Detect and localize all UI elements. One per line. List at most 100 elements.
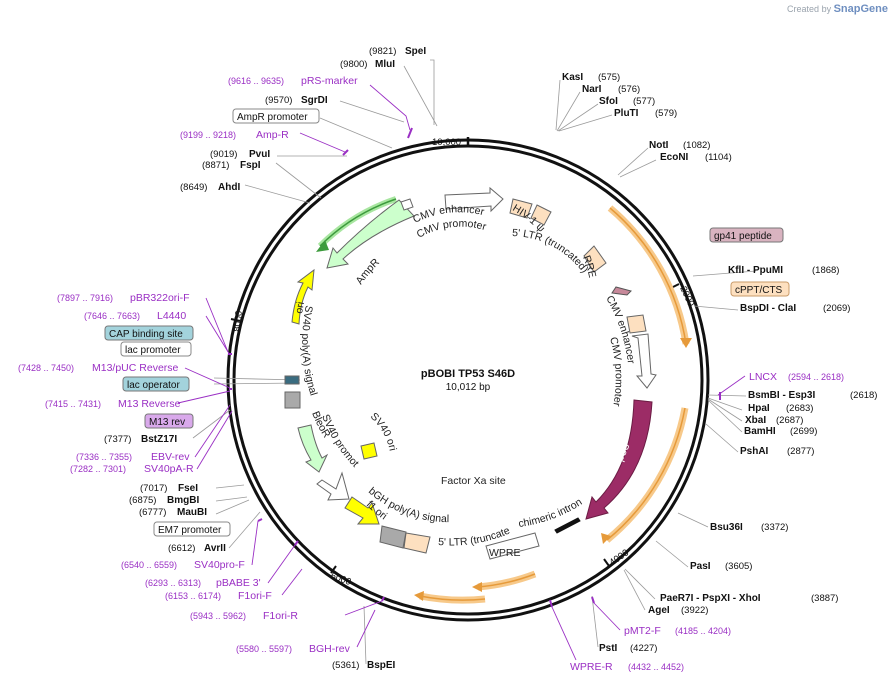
enzyme-xbai: XbaI bbox=[745, 415, 766, 426]
primer-num-f1ori-f: (6153 .. 6174) bbox=[165, 591, 221, 601]
enzyme-bmgbi: BmgBI bbox=[167, 495, 199, 506]
primer-num-m13puc-reverse: (7428 .. 7450) bbox=[18, 363, 74, 373]
feature-label-wpre: WPRE bbox=[489, 547, 521, 559]
enzyme-pshai: PshAI bbox=[740, 446, 769, 457]
label-cppt-cts: cPPT/CTS bbox=[735, 285, 783, 296]
enzyme-labels: (9821) SpeI (9800) MluI (9570) SgrDI (90… bbox=[104, 46, 877, 671]
primer-lines bbox=[177, 84, 746, 661]
enzyme-avrii: AvrII bbox=[204, 543, 226, 554]
feature-label-chimeric-intron: chimeric intron bbox=[518, 496, 585, 530]
enzyme-num-fsei: (7017) bbox=[140, 483, 167, 494]
enzyme-psti: PstI bbox=[599, 643, 618, 654]
enzyme-maubi: MauBI bbox=[177, 507, 207, 518]
connector-lines bbox=[192, 59, 757, 665]
enzyme-kfli-ppumi: KflI - PpuMI bbox=[728, 265, 783, 276]
enzyme-sgrdi: SgrDI bbox=[301, 95, 328, 106]
enzyme-num-bspei: (5361) bbox=[332, 660, 359, 671]
enzyme-bsmbi-esp3i: BsmBI - Esp3I bbox=[748, 390, 815, 401]
primer-pmt2-f: pMT2-F bbox=[624, 625, 661, 637]
primer-amp-r: Amp-R bbox=[256, 129, 289, 141]
enzyme-bspdi-clai: BspDI - ClaI bbox=[740, 303, 796, 314]
label-lac-promoter: lac promoter bbox=[125, 345, 181, 356]
primer-m13-reverse: M13 Reverse bbox=[118, 398, 181, 410]
plasmid-title: pBOBI TP53 S46D 10,012 bp bbox=[421, 368, 515, 393]
enzyme-num-agei: (3922) bbox=[681, 605, 708, 616]
tick-label-8000: 8000 bbox=[232, 310, 245, 332]
tick-label-6000: 6000 bbox=[329, 570, 353, 588]
primer-num-bgh-rev: (5580 .. 5597) bbox=[236, 644, 292, 654]
enzyme-num-paer7i: (3887) bbox=[811, 593, 838, 604]
enzyme-num-bsmbi: (2618) bbox=[850, 390, 877, 401]
primer-bgh-rev: BGH-rev bbox=[309, 643, 351, 655]
primer-pbr322ori-f: pBR322ori-F bbox=[130, 292, 190, 304]
brand-name: SnapGene bbox=[833, 3, 888, 15]
enzyme-num-psti: (4227) bbox=[630, 643, 657, 654]
enzyme-num-avrii: (6612) bbox=[168, 543, 195, 554]
primer-num-wpre-r: (4432 .. 4452) bbox=[628, 662, 684, 672]
feature-label-factor-xa: Factor Xa site bbox=[441, 475, 506, 487]
enzyme-bspei: BspEI bbox=[367, 660, 396, 671]
enzyme-econi: EcoNI bbox=[660, 152, 689, 163]
enzyme-num-bspdi: (2069) bbox=[823, 303, 850, 314]
primer-f1ori-r: F1ori-R bbox=[263, 610, 298, 622]
enzyme-fsei: FseI bbox=[178, 483, 198, 494]
primer-pbabe3: pBABE 3' bbox=[216, 577, 261, 589]
enzyme-num-pshai: (2877) bbox=[787, 446, 814, 457]
enzyme-num-noti: (1082) bbox=[683, 140, 710, 151]
primer-lncx: LNCX bbox=[749, 371, 777, 383]
enzyme-num-nari: (576) bbox=[618, 84, 640, 95]
enzyme-ahdi: AhdI bbox=[218, 182, 240, 193]
enzyme-num-bamhi: (2699) bbox=[790, 426, 817, 437]
enzyme-sfoi: SfoI bbox=[599, 96, 618, 107]
enzyme-num-sfoi: (577) bbox=[633, 96, 655, 107]
tick-label-2000: 2000 bbox=[677, 285, 696, 309]
label-ampr-promoter: AmpR promoter bbox=[237, 112, 308, 123]
primer-ebv-rev: EBV-rev bbox=[151, 451, 190, 463]
enzyme-num-maubi: (6777) bbox=[139, 507, 166, 518]
snapgene-brand: Created by SnapGene bbox=[787, 3, 888, 15]
primer-f1ori-f: F1ori-F bbox=[238, 590, 272, 602]
enzyme-fspi: FspI bbox=[240, 160, 261, 171]
enzyme-num-fspi: (8871) bbox=[202, 160, 229, 171]
primer-l4440: L4440 bbox=[157, 310, 186, 322]
boxed-labels: AmpR promoter CAP binding site lac promo… bbox=[104, 108, 790, 537]
primer-sv40pa-r: SV40pA-R bbox=[144, 463, 194, 475]
feature-shapes bbox=[284, 186, 657, 560]
label-em7-promoter: EM7 promoter bbox=[158, 525, 222, 536]
feature-label-ampr: AmpR bbox=[354, 256, 383, 287]
enzyme-num-bmgbi: (6875) bbox=[129, 495, 156, 506]
enzyme-num-hpai: (2683) bbox=[786, 403, 813, 414]
enzyme-num-sgrdi: (9570) bbox=[265, 95, 292, 106]
primer-num-prs-marker: (9616 .. 9635) bbox=[228, 76, 284, 86]
enzyme-num-xbai: (2687) bbox=[776, 415, 803, 426]
enzyme-num-ahdi: (8649) bbox=[180, 182, 207, 193]
primer-m13puc-reverse: M13/pUC Reverse bbox=[92, 362, 179, 374]
enzyme-pvui: PvuI bbox=[249, 149, 270, 160]
primer-num-pmt2-f: (4185 .. 4204) bbox=[675, 626, 731, 636]
feature-label-sv40-polya: SV40 poly(A) signal bbox=[299, 304, 319, 397]
primer-num-ebv-rev: (7336 .. 7355) bbox=[76, 452, 132, 462]
enzyme-num-kfli: (1868) bbox=[812, 265, 839, 276]
enzyme-mlui: MluI bbox=[375, 59, 395, 70]
enzyme-bsu36i: Bsu36I bbox=[710, 522, 743, 533]
primer-num-l4440: (7646 .. 7663) bbox=[84, 311, 140, 321]
enzyme-num-mlui: (9800) bbox=[340, 59, 367, 70]
enzyme-kasi: KasI bbox=[562, 72, 583, 83]
enzyme-bstz17i: BstZ17I bbox=[141, 434, 177, 445]
primer-num-f1ori-r: (5943 .. 5962) bbox=[190, 611, 246, 621]
enzyme-spei: SpeI bbox=[405, 46, 426, 57]
enzyme-num-pasi: (3605) bbox=[725, 561, 752, 572]
enzyme-pluti: PluTI bbox=[614, 108, 639, 119]
enzyme-num-econi: (1104) bbox=[705, 152, 732, 163]
label-lac-operator: lac operator bbox=[127, 380, 180, 391]
primer-num-m13-reverse: (7415 .. 7431) bbox=[45, 399, 101, 409]
primer-wpre-r: WPRE-R bbox=[570, 661, 613, 673]
feature-label-ori: ori bbox=[293, 301, 307, 315]
enzyme-paer7i-pspxi-xhoi: PaeR7I - PspXI - XhoI bbox=[660, 593, 761, 604]
plasmid-length: 10,012 bp bbox=[446, 382, 491, 393]
enzyme-num-kasi: (575) bbox=[598, 72, 620, 83]
primer-num-amp-r: (9199 .. 9218) bbox=[180, 130, 236, 140]
enzyme-num-bstz17i: (7377) bbox=[104, 434, 131, 445]
plasmid-name: pBOBI TP53 S46D bbox=[421, 368, 515, 380]
